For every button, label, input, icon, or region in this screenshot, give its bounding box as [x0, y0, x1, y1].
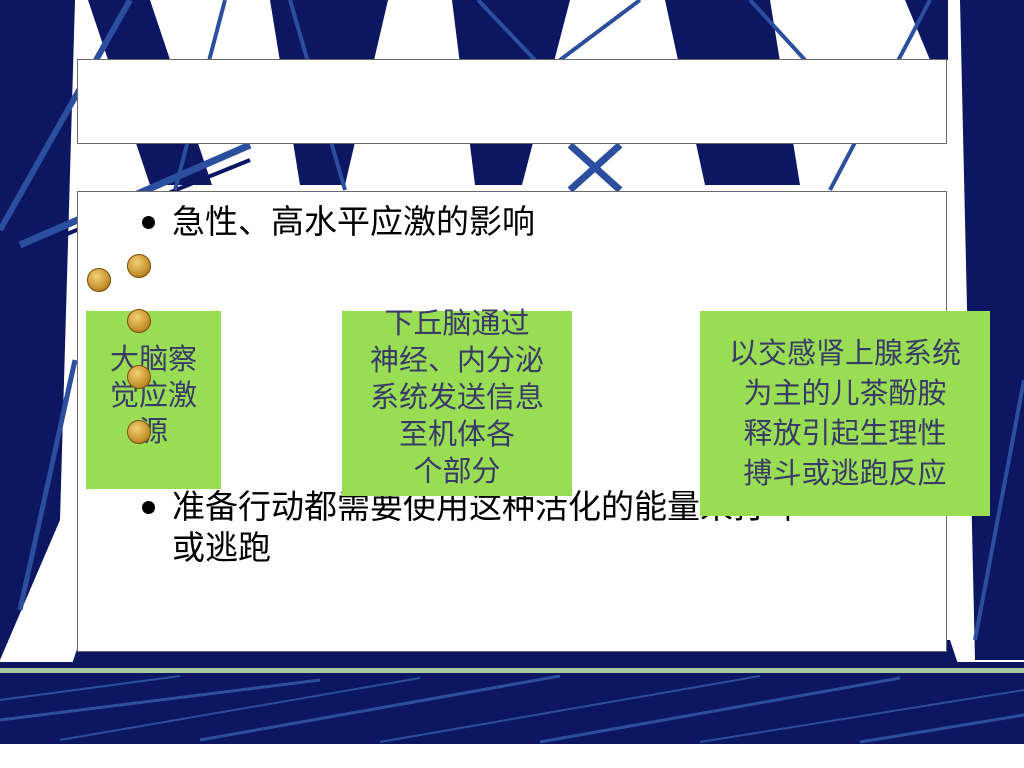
coin-icon: [127, 365, 151, 389]
bullet-marker: [142, 501, 155, 514]
box-line: 为主的儿茶酚胺: [743, 376, 947, 410]
bullet-marker: [142, 216, 155, 229]
box-line: 以交感肾上腺系统: [728, 336, 961, 370]
bullet-text-1: 急性、高水平应激的影响: [172, 202, 535, 241]
flow-box-sympathoadrenal: 以交感肾上腺系统 为主的儿茶酚胺 释放引起生理性 搏斗或逃跑反应: [700, 311, 990, 516]
box-line: 系统发送信息: [369, 380, 544, 414]
bullet-text-3: 或逃跑: [172, 528, 271, 567]
coin-icon: [127, 420, 151, 444]
box-line: 源: [138, 414, 168, 448]
box-line: 神经、内分泌: [369, 343, 544, 377]
coin-icon: [127, 309, 151, 333]
title-placeholder: [77, 59, 947, 144]
box-line: 大脑察: [109, 342, 197, 376]
box-line: 个部分: [413, 454, 501, 488]
box-line: 觉应激: [109, 378, 197, 412]
flow-box-cerebrum: 大脑察 觉应激 源: [86, 311, 221, 489]
box-line: 至机体各: [398, 417, 515, 451]
coin-icon: [87, 268, 111, 292]
box-line: 释放引起生理性: [743, 416, 947, 450]
box-line: 搏斗或逃跑反应: [743, 456, 947, 490]
box-line: 下丘脑通过: [384, 306, 530, 340]
coin-icon: [127, 254, 151, 278]
flow-box-hypothalamus: 下丘脑通过 神经、内分泌 系统发送信息 至机体各 个部分: [342, 306, 572, 496]
